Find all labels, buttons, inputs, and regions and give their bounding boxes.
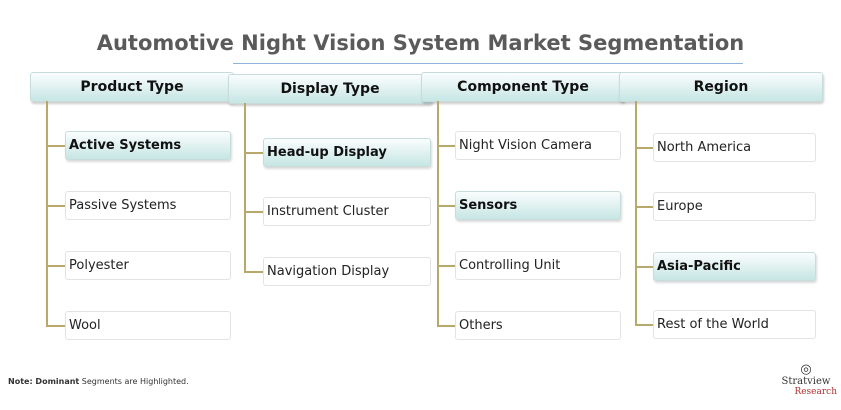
tree-branch (635, 147, 653, 149)
tree-connector (46, 101, 48, 326)
tree-branch (437, 265, 455, 267)
segment-item: Europe (653, 192, 816, 221)
segment-item: Wool (65, 311, 231, 340)
note: Note: Dominant Segments are Highlighted. (8, 377, 189, 386)
tree-branch (46, 205, 65, 207)
tree-branch (244, 152, 263, 154)
logo-line2: Research (794, 387, 837, 397)
segment-item: Controlling Unit (455, 251, 621, 280)
column-header: Product Type (30, 72, 234, 102)
tree-branch (437, 325, 455, 327)
segment-item-dominant: Head-up Display (263, 138, 431, 167)
column-header: Component Type (421, 72, 625, 102)
tree-branch (244, 271, 263, 273)
note-prefix: Note: Dominant (8, 377, 80, 386)
segment-item: Passive Systems (65, 191, 231, 220)
segment-item: North America (653, 133, 816, 162)
tree-branch (244, 211, 263, 213)
tree-branch (437, 145, 455, 147)
segment-item: Navigation Display (263, 257, 431, 286)
tree-branch (635, 266, 653, 268)
note-text: Segments are Highlighted. (79, 377, 189, 386)
tree-connector (635, 101, 637, 325)
segment-item: Instrument Cluster (263, 197, 431, 226)
logo-icon: ◎ (800, 362, 812, 377)
logo-line1: Stratview (781, 376, 831, 387)
segment-item: Night Vision Camera (455, 131, 621, 160)
tree-branch (46, 265, 65, 267)
segment-item: Rest of the World (653, 310, 816, 339)
segment-item-dominant: Sensors (455, 191, 621, 220)
segment-item-dominant: Active Systems (65, 131, 231, 160)
tree-branch (635, 324, 653, 326)
tree-branch (46, 325, 65, 327)
stratview-logo: ◎ Stratview Research (775, 362, 837, 397)
tree-branch (437, 205, 455, 207)
tree-branch (635, 206, 653, 208)
tree-connector (244, 103, 246, 272)
segment-item: Polyester (65, 251, 231, 280)
page-title: Automotive Night Vision System Market Se… (96, 31, 745, 55)
tree-branch (46, 145, 65, 147)
segment-item: Others (455, 311, 621, 340)
title-underline (233, 63, 743, 64)
segment-item-dominant: Asia-Pacific (653, 252, 816, 281)
column-header: Region (619, 72, 823, 102)
tree-connector (437, 101, 439, 326)
column-header: Display Type (228, 74, 432, 104)
